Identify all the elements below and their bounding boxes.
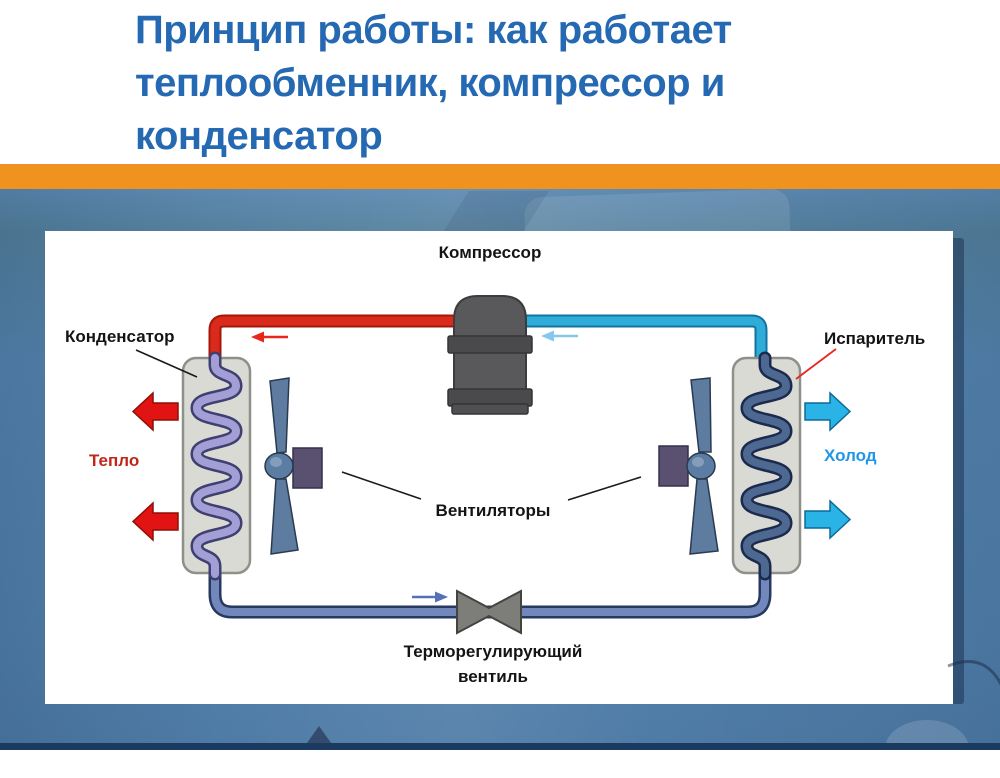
right-fan-hub bbox=[686, 452, 716, 480]
cold-arrows bbox=[804, 391, 852, 540]
slide-title-line-1: Принцип работы: как работает bbox=[135, 8, 732, 52]
heat-arrow-2 bbox=[131, 501, 179, 542]
left-fan bbox=[264, 377, 323, 555]
refrigeration-cycle-diagram bbox=[131, 295, 1000, 686]
cold-arrow-1 bbox=[804, 391, 852, 432]
compressor-label: Компрессор bbox=[438, 243, 542, 262]
condenser-unit bbox=[181, 358, 252, 574]
cold-label: Холод bbox=[824, 446, 877, 465]
evaporator-leader-line bbox=[795, 348, 837, 380]
left-fan-hub bbox=[264, 452, 294, 480]
expansion-valve-label: Терморегулирующий вентиль bbox=[383, 639, 603, 689]
fans-leader-line-right bbox=[567, 476, 642, 501]
compressor-body bbox=[447, 295, 533, 415]
fans-label: Вентиляторы bbox=[435, 501, 551, 520]
liquid-pipe bbox=[208, 559, 772, 619]
panel-right-shadow bbox=[953, 238, 964, 704]
heat-arrow-1 bbox=[131, 391, 179, 432]
title-block: Принцип работы: как работает теплообменн… bbox=[0, 0, 1000, 164]
evaporator-label: Испаритель bbox=[824, 329, 926, 348]
heat-label: Тепло bbox=[89, 451, 140, 470]
heat-arrows bbox=[131, 391, 179, 542]
slide-title-line-2: теплообменник, компрессор и bbox=[135, 61, 725, 105]
cold-flow-arrow bbox=[541, 330, 578, 342]
hot-flow-arrow bbox=[251, 331, 288, 343]
expansion-valve bbox=[456, 589, 522, 635]
condenser-leader-line bbox=[135, 349, 198, 378]
slide-title-line-3: конденсатор bbox=[135, 114, 383, 158]
expansion-valve-label-line-2: вентиль bbox=[458, 667, 528, 686]
condenser-label: Конденсатор bbox=[65, 327, 175, 346]
hot-gas-pipe bbox=[208, 314, 460, 366]
expansion-valve-label-line-1: Терморегулирующий bbox=[403, 642, 583, 661]
background-corner-curve bbox=[947, 660, 1000, 686]
evaporator-unit bbox=[731, 358, 802, 574]
liquid-flow-arrow bbox=[412, 591, 448, 603]
right-fan-motor bbox=[658, 445, 689, 487]
footer-bar bbox=[0, 743, 1000, 750]
accent-bar bbox=[0, 164, 1000, 189]
cold-arrow-2 bbox=[804, 499, 852, 540]
fans-leader-line-left bbox=[341, 471, 422, 500]
right-fan bbox=[658, 377, 719, 555]
suction-pipe bbox=[522, 314, 768, 366]
left-fan-motor bbox=[292, 447, 323, 489]
